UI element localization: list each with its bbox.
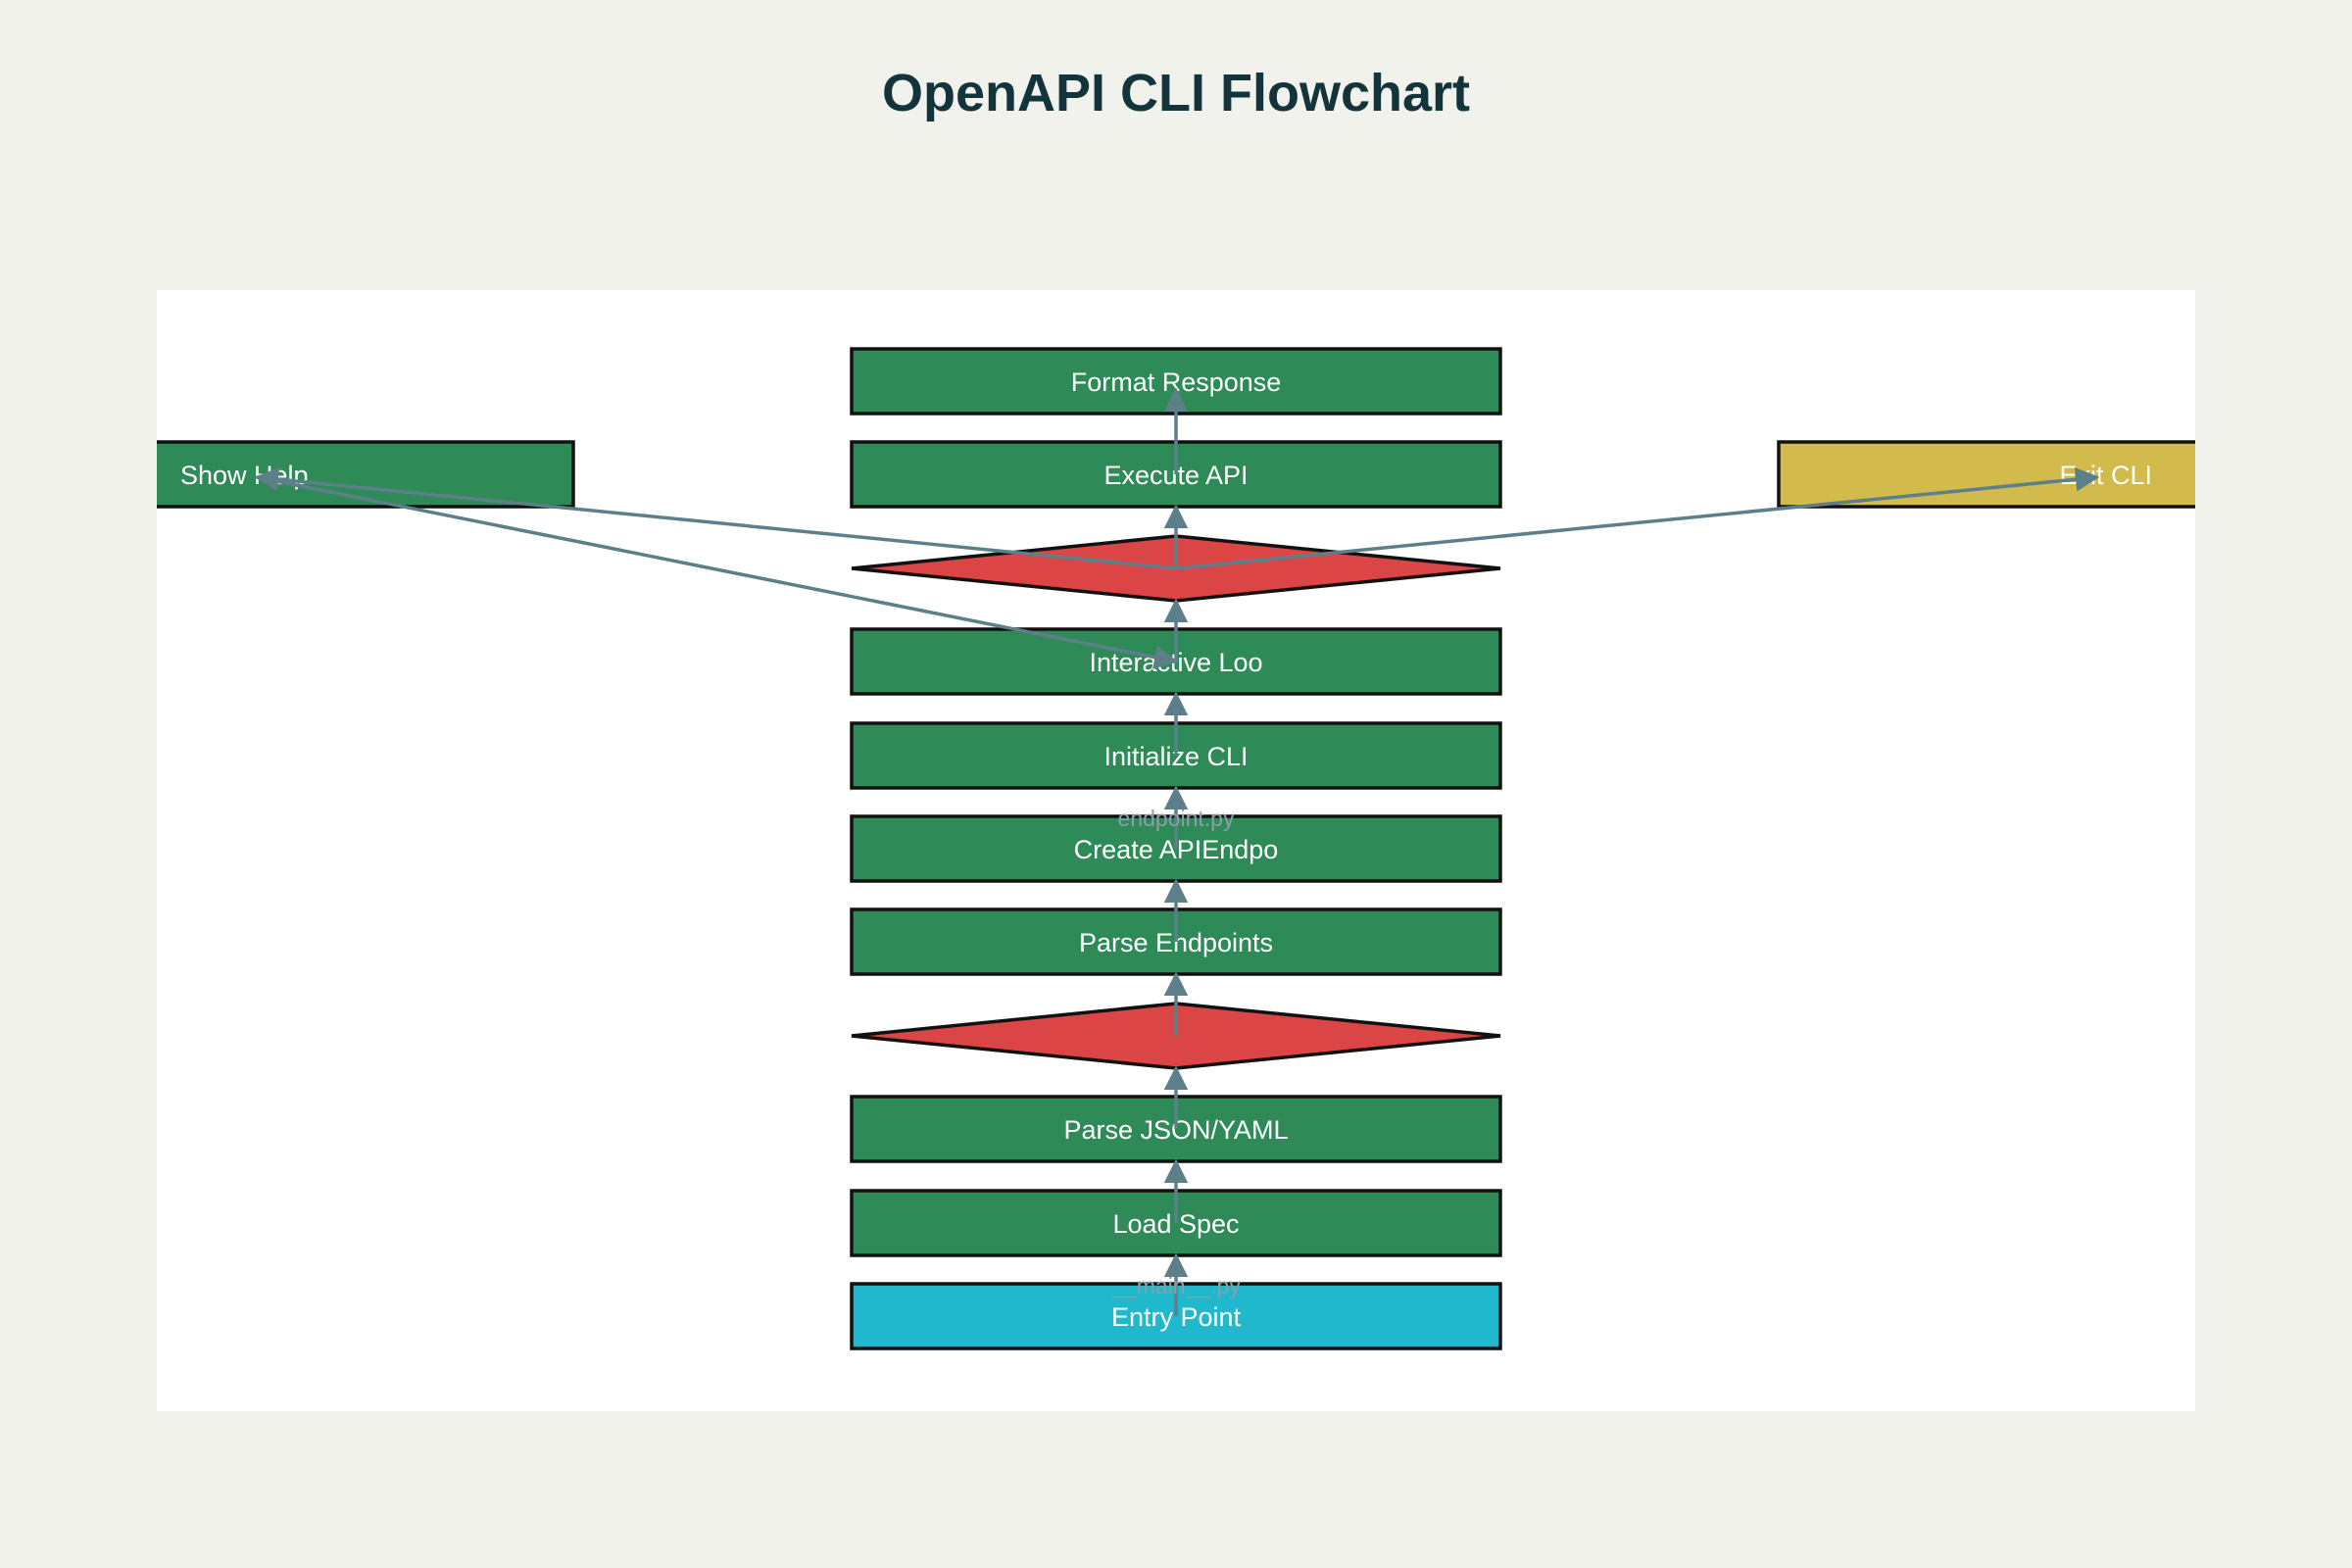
edge-show-help-to-interactive-loop [256, 475, 1179, 669]
node-label: Exit CLI [2059, 461, 2152, 490]
edge-label: __main__.py [1110, 1273, 1241, 1298]
node-exit-cli: Exit CLI [1777, 440, 2195, 509]
edge-command-decision-to-exit-cli [1175, 466, 2100, 570]
node-show-help: Show Help [157, 440, 575, 509]
node-format-response: Format Response [850, 347, 1502, 416]
edge-label: endpoint.py [1118, 806, 1235, 831]
node-label: Show Help [180, 461, 309, 490]
diagram-title: OpenAPI CLI Flowchart [882, 64, 1470, 122]
edge-command-decision-to-show-help [254, 466, 1177, 570]
process-box [157, 440, 575, 509]
process-box [1777, 440, 2195, 509]
